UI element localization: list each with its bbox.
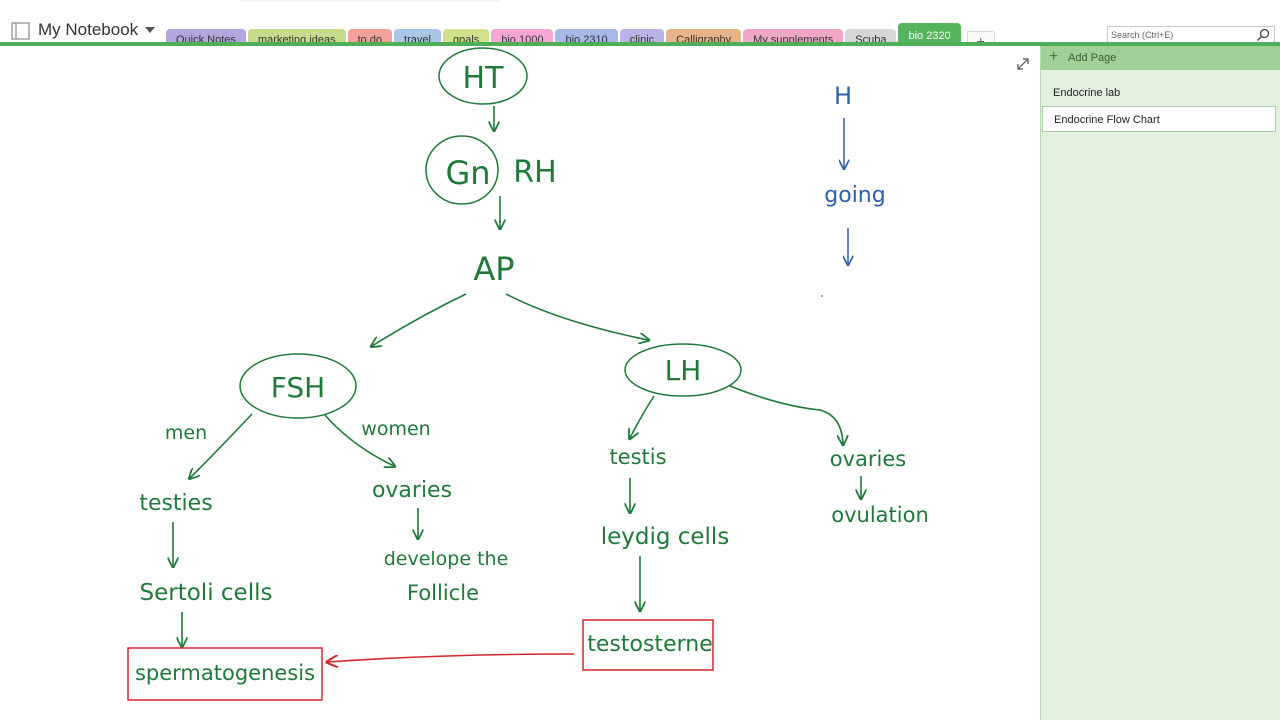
- page-item-endocrine-lab[interactable]: Endocrine lab: [1053, 87, 1121, 99]
- testosterone-box: [582, 619, 714, 671]
- arrow-ap-lh: [505, 293, 648, 340]
- notebook-header: My Notebook Quick Notes marketing ideas …: [0, 6, 1280, 50]
- ovulation-label: ovulation: [831, 503, 929, 527]
- follicle-label: Follicle: [407, 581, 479, 605]
- develope-label: develope the: [384, 548, 509, 570]
- testis-label: testis: [609, 445, 666, 469]
- page-list-pane: + Add Page Endocrine lab Endocrine Flow …: [1040, 46, 1280, 720]
- leydig-label: leydig cells: [601, 524, 730, 550]
- testies-label: testies: [139, 491, 212, 516]
- gn-label: Gn: [445, 154, 490, 192]
- notebook-dropdown-caret-icon[interactable]: [145, 27, 155, 33]
- arrow-ap-fsh: [372, 293, 467, 346]
- ht-label: HT: [463, 61, 505, 96]
- spermatogenesis-label: spermatogenesis: [135, 661, 315, 685]
- arrow-testosterone-sperm: [328, 653, 575, 662]
- search-icon[interactable]: [1256, 28, 1270, 42]
- ink-dot: [821, 295, 823, 297]
- rh-label: RH: [513, 155, 556, 190]
- arrow-fsh-testies: [190, 413, 253, 478]
- notebook-icon[interactable]: [11, 22, 31, 40]
- arrow-lh-ovaries: [729, 385, 843, 444]
- add-page-plus-icon: +: [1049, 48, 1059, 65]
- ap-label: AP: [473, 250, 514, 288]
- testosterone-label: testosterne: [587, 632, 712, 657]
- ht-circle: [438, 47, 528, 105]
- expand-icon[interactable]: [1015, 56, 1031, 72]
- fsh-label: FSH: [271, 371, 325, 404]
- men-label: men: [165, 422, 207, 444]
- page-item-endocrine-flow-chart[interactable]: Endocrine Flow Chart: [1042, 106, 1276, 132]
- section-color-bar: [0, 42, 1280, 46]
- spermatogenesis-box: [127, 647, 323, 701]
- side-h-label: H: [834, 82, 852, 110]
- lh-label: LH: [665, 354, 702, 387]
- gn-circle: [425, 135, 499, 205]
- arrow-lh-testis: [630, 395, 655, 438]
- lh-circle: [624, 343, 742, 397]
- sertoli-label: Sertoli cells: [140, 580, 273, 606]
- ink-drawing: HT Gn RH AP FSH LH men women testies Ser…: [127, 47, 929, 701]
- add-page-label: Add Page: [1068, 52, 1117, 64]
- search-box: [1107, 26, 1275, 44]
- ovaries-right-label: ovaries: [830, 447, 906, 471]
- add-page-button[interactable]: + Add Page: [1041, 46, 1280, 70]
- title-bar-remnant: [0, 0, 1280, 6]
- women-label: women: [361, 418, 430, 440]
- title-bar-remnant-shadow: [240, 0, 500, 2]
- fsh-circle: [239, 353, 357, 419]
- arrow-fsh-ovaries: [323, 413, 394, 466]
- side-going-label: going: [824, 183, 885, 208]
- search-input[interactable]: [1108, 27, 1252, 43]
- ovaries-left-label: ovaries: [372, 478, 452, 503]
- page-canvas[interactable]: HT Gn RH AP FSH LH men women testies Ser…: [0, 46, 1040, 720]
- notebook-title[interactable]: My Notebook: [38, 20, 139, 39]
